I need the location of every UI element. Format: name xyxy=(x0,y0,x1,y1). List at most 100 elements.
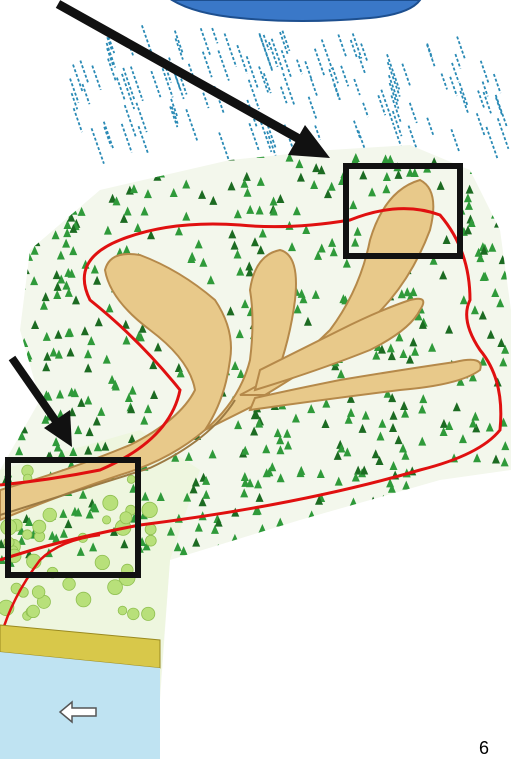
rain-streak xyxy=(427,45,435,67)
tree-mark xyxy=(362,511,370,520)
rain-streak xyxy=(450,77,457,96)
tree-mark xyxy=(235,542,243,551)
tree-mark xyxy=(466,546,474,555)
tree-mark xyxy=(440,515,448,524)
tree-mark xyxy=(10,233,18,242)
tree-mark xyxy=(14,412,22,421)
rain-streak xyxy=(139,126,149,154)
tree-mark xyxy=(226,560,234,569)
tree-mark xyxy=(491,519,499,528)
rain-streak xyxy=(353,33,362,58)
rain-streak xyxy=(387,54,399,89)
tree-mark xyxy=(236,540,244,549)
rain-streak xyxy=(427,118,433,135)
tree-mark xyxy=(219,554,227,563)
rain-streak xyxy=(108,59,116,83)
rain-streak xyxy=(451,129,459,151)
tree-mark xyxy=(425,497,433,506)
shrub-mark xyxy=(43,508,57,522)
tree-mark xyxy=(485,481,493,490)
tree-mark xyxy=(61,149,69,158)
tree-mark xyxy=(474,551,482,560)
shrub-mark xyxy=(32,586,45,599)
shrub-mark xyxy=(142,502,157,517)
shrub-mark xyxy=(23,530,33,540)
tree-mark xyxy=(5,221,13,230)
rain-streak xyxy=(378,95,385,115)
tree-mark xyxy=(342,534,350,543)
tree-mark xyxy=(476,484,484,493)
tree-mark xyxy=(16,225,24,234)
tree-mark xyxy=(63,208,71,217)
tree-mark xyxy=(11,297,19,306)
tree-mark xyxy=(393,552,401,561)
rain-streak xyxy=(457,37,465,60)
tree-mark xyxy=(307,531,315,540)
tree-mark xyxy=(398,560,406,569)
tree-mark xyxy=(253,546,261,555)
rain-streak xyxy=(305,61,311,78)
tree-mark xyxy=(157,168,165,177)
pointer-arrow-gully-head xyxy=(58,4,330,158)
rain-streak xyxy=(74,108,82,132)
tree-mark xyxy=(9,208,17,217)
tree-mark xyxy=(494,544,502,553)
rain-streak xyxy=(249,80,259,109)
rain-streak xyxy=(225,33,237,66)
rain-streak xyxy=(486,127,498,160)
tree-mark xyxy=(134,145,142,154)
rain-streak xyxy=(186,109,198,142)
tree-mark xyxy=(357,555,365,564)
tree-mark xyxy=(64,149,72,158)
tree-mark xyxy=(242,148,250,157)
rain-streak xyxy=(272,39,283,70)
rain-streak xyxy=(218,50,229,80)
tree-mark xyxy=(73,158,81,167)
tree-mark xyxy=(484,490,492,499)
tree-mark xyxy=(92,172,100,181)
tree-mark xyxy=(493,179,501,188)
tree-mark xyxy=(49,151,57,160)
tree-mark xyxy=(417,558,425,567)
tree-mark xyxy=(501,148,509,157)
rain-streak xyxy=(441,74,447,90)
tree-mark xyxy=(305,517,313,526)
river-water xyxy=(0,652,160,759)
tree-mark xyxy=(2,389,10,398)
tree-mark xyxy=(507,206,511,215)
rain-streak xyxy=(363,103,368,117)
tree-mark xyxy=(11,325,19,334)
tree-mark xyxy=(404,528,412,537)
rain-streak xyxy=(338,34,346,57)
tree-mark xyxy=(503,537,511,546)
rain-streak xyxy=(359,56,365,74)
rain-streak xyxy=(494,74,501,93)
rain-streak xyxy=(212,28,217,43)
tree-mark xyxy=(70,206,78,215)
tree-mark xyxy=(440,511,448,520)
tree-mark xyxy=(307,563,315,572)
tree-mark xyxy=(486,511,494,520)
tree-mark xyxy=(474,501,482,510)
tree-mark xyxy=(415,559,423,568)
tree-mark xyxy=(491,210,499,219)
rain-streak xyxy=(297,60,302,74)
tree-mark xyxy=(0,396,8,405)
tree-mark xyxy=(425,545,433,554)
shrub-mark xyxy=(102,516,110,524)
rain-streak xyxy=(354,79,360,95)
rain-streak xyxy=(136,103,146,132)
tree-mark xyxy=(380,525,388,534)
tree-mark xyxy=(10,221,18,230)
tree-mark xyxy=(481,145,489,154)
tree-mark xyxy=(0,230,5,239)
tree-mark xyxy=(506,150,511,159)
rain-cloud-icon xyxy=(172,0,420,21)
rain-streak xyxy=(315,126,320,140)
tree-mark xyxy=(433,526,441,535)
rain-streak xyxy=(311,79,317,97)
tree-mark xyxy=(91,168,99,177)
rain-streak xyxy=(219,133,230,165)
tree-mark xyxy=(0,319,8,328)
